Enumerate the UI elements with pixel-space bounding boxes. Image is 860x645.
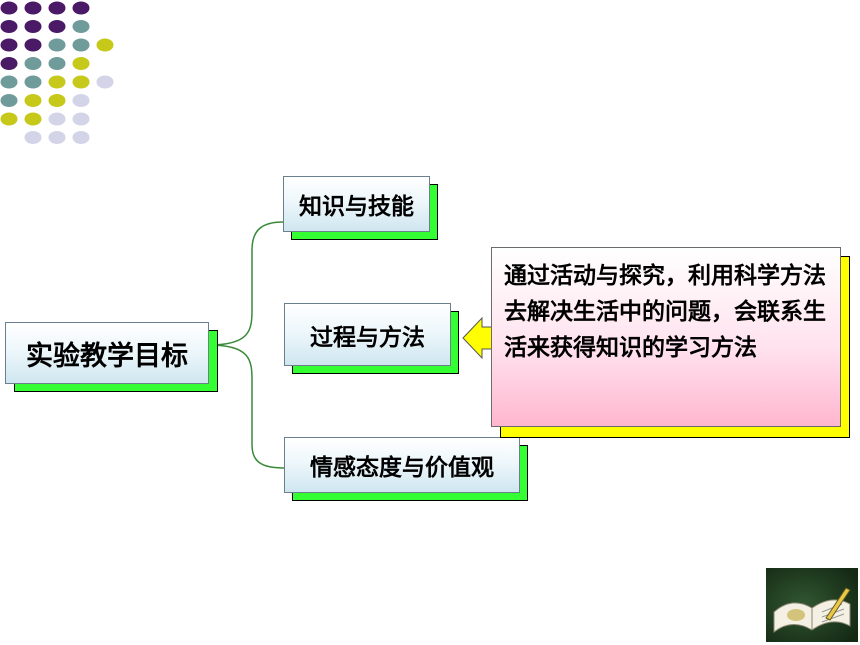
decor-dot	[0, 20, 18, 33]
branch-knowledge-label: 知识与技能	[299, 194, 414, 220]
decor-dot	[48, 1, 66, 15]
decor-dot	[24, 1, 42, 15]
decor-dot	[24, 57, 42, 70]
decor-dot	[24, 75, 42, 89]
dot-grid-decoration	[0, 1, 114, 144]
decor-dot	[24, 94, 42, 107]
branch-emotion-values: 情感态度与价值观	[284, 437, 520, 493]
callout-box: 通过活动与探究，利用科学方法去解决生活中的问题，会联系生活来获得知识的学习方法	[491, 247, 841, 427]
decor-dot	[0, 1, 18, 15]
decor-dot	[72, 1, 90, 15]
decor-dot	[48, 94, 66, 107]
decor-dot	[0, 75, 18, 89]
decor-dot	[24, 112, 42, 126]
decor-dot	[48, 75, 66, 89]
decor-dot	[72, 75, 90, 89]
branch-process-methods: 过程与方法	[284, 303, 451, 366]
decor-dot	[72, 38, 90, 52]
decor-dot	[24, 38, 42, 52]
callout-text: 通过活动与探究，利用科学方法去解决生活中的问题，会联系生活来获得知识的学习方法	[504, 263, 826, 361]
branch-process-label: 过程与方法	[310, 324, 425, 351]
dot-grid	[0, 1, 114, 144]
decor-dot	[48, 38, 66, 52]
decor-dot	[72, 131, 90, 144]
decor-dot	[72, 20, 90, 33]
decor-dot	[72, 94, 90, 107]
decor-dot	[0, 112, 18, 126]
decor-dot	[96, 75, 114, 89]
decor-dot	[48, 57, 66, 70]
connector-to-emotion	[208, 344, 285, 469]
root-node: 实验教学目标	[5, 322, 209, 384]
decor-dot	[72, 112, 90, 126]
decor-dot	[96, 38, 114, 52]
decor-dot	[48, 131, 66, 144]
branch-knowledge-skills: 知识与技能	[283, 176, 430, 232]
decor-dot	[0, 38, 18, 52]
decor-dot	[0, 94, 18, 107]
decor-dot	[24, 20, 42, 33]
connector-to-knowledge	[208, 221, 284, 346]
decor-dot	[72, 57, 90, 70]
decor-dot	[48, 112, 66, 126]
book-pencil-icon	[766, 568, 858, 642]
decor-dot	[24, 131, 42, 144]
branch-emotion-label: 情感态度与价值观	[310, 455, 494, 481]
decor-dot	[48, 20, 66, 33]
decor-dot	[0, 57, 18, 70]
root-node-label: 实验教学目标	[26, 340, 188, 372]
